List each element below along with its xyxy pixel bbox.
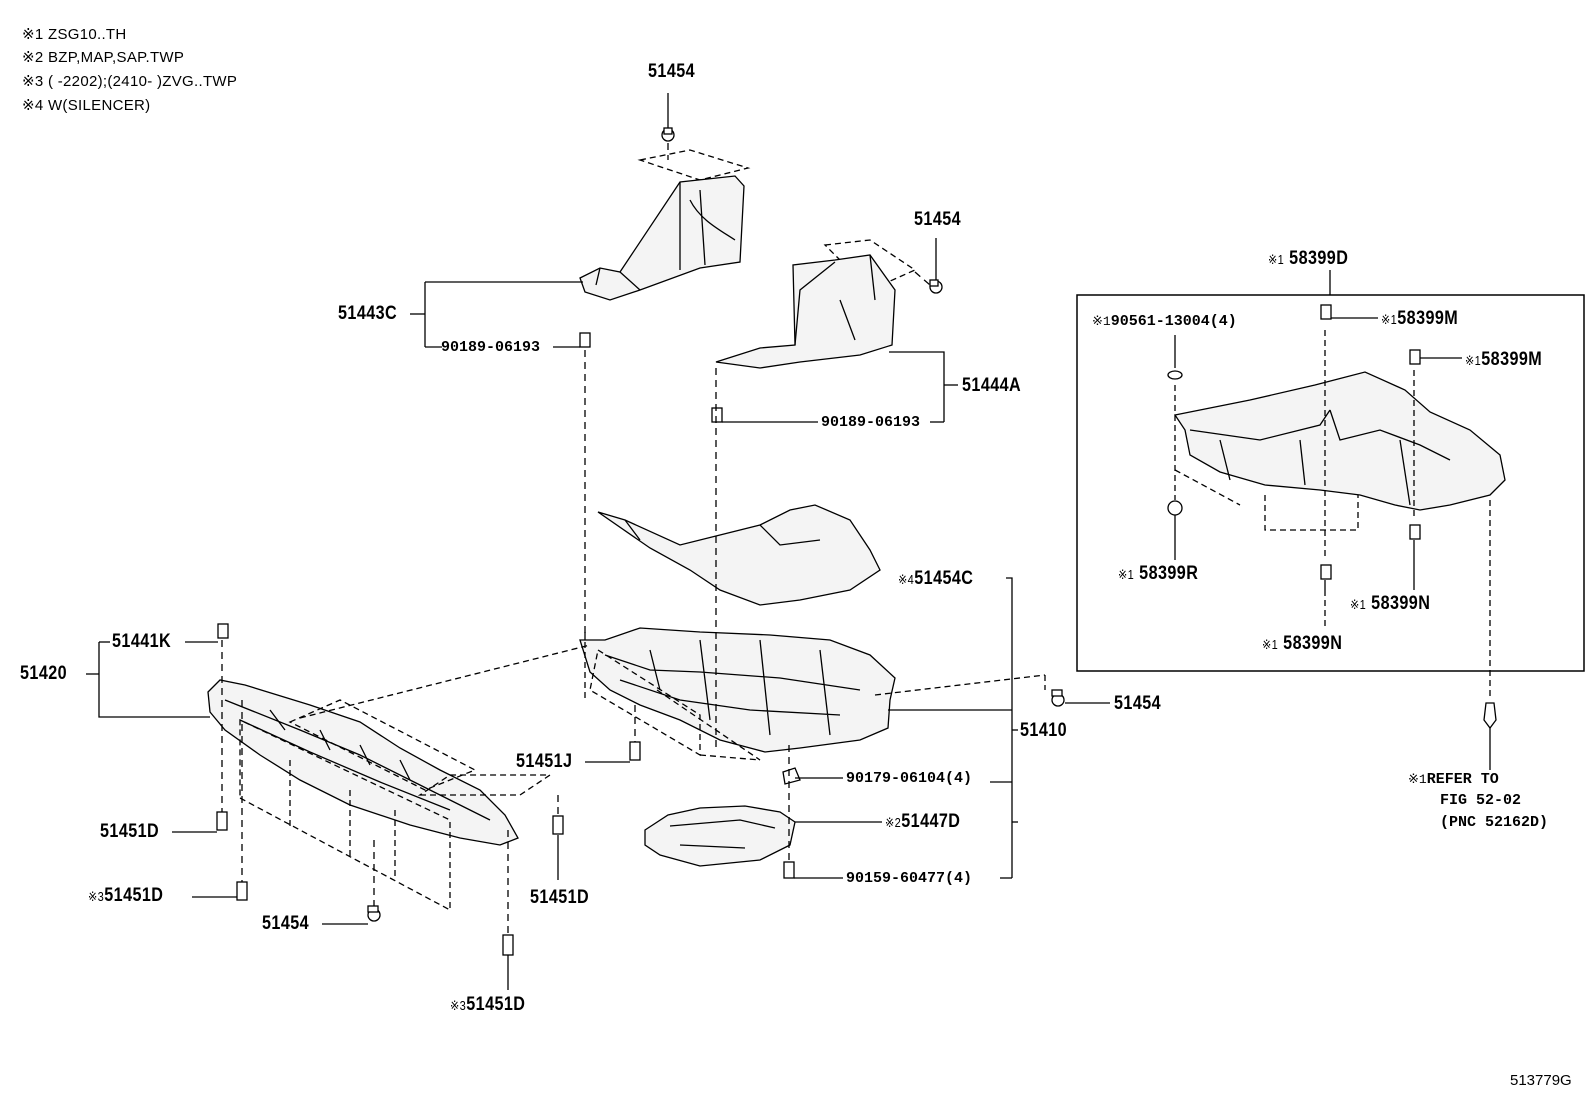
refer-line-2[interactable]: FIG 52-02 xyxy=(1440,792,1522,809)
inset-title-58399d[interactable]: ※1 58399D xyxy=(1268,249,1348,269)
part-label-90189-left[interactable]: 90189-06193 xyxy=(441,339,541,356)
part-label-51447d[interactable]: ※251447D xyxy=(885,812,960,832)
drawing-id: 513779G xyxy=(1510,1072,1572,1089)
part-number: 51454C xyxy=(914,568,974,589)
part-number: 58399M xyxy=(1397,308,1459,329)
note-4: ※4 W(SILENCER) xyxy=(22,97,151,114)
alignment-dashes xyxy=(221,143,931,935)
note-mark: ※1 xyxy=(1381,312,1398,327)
note-mark: ※3 xyxy=(450,998,467,1013)
part-label-51454c[interactable]: ※451454C xyxy=(898,569,973,589)
part-number: 58399N xyxy=(1283,633,1343,654)
part-number: 58399D xyxy=(1289,248,1349,269)
part-label-90189-right[interactable]: 90189-06193 xyxy=(821,414,921,431)
part-label-51443c[interactable]: 51443C xyxy=(338,303,398,324)
part-label-51441k[interactable]: 51441K xyxy=(112,631,172,652)
note-2: ※2 BZP,MAP,SAP.TWP xyxy=(22,49,185,66)
part-number: 51451D xyxy=(466,994,526,1015)
note-mark: ※2 xyxy=(885,815,902,830)
inset-58399d xyxy=(1076,270,1585,700)
part-51420-shape xyxy=(207,679,519,846)
inset-label-58399r[interactable]: ※1 58399R xyxy=(1118,564,1198,584)
part-label-51410[interactable]: 51410 xyxy=(1020,720,1068,741)
fasteners xyxy=(216,127,1065,956)
part-number: 51447D xyxy=(901,811,961,832)
part-number: 90561-13004(4) xyxy=(1110,313,1237,330)
inset-label-90561[interactable]: ※190561-13004(4) xyxy=(1092,314,1237,329)
part-label-90159[interactable]: 90159-60477(4) xyxy=(846,870,973,887)
inset-label-58399m-a[interactable]: ※158399M xyxy=(1381,309,1458,329)
part-51443c-shape xyxy=(579,149,751,301)
part-label-51451d-c[interactable]: 51451D xyxy=(530,887,590,908)
part-label-51454-right[interactable]: 51454 xyxy=(1114,693,1162,714)
refer-text: REFER TO xyxy=(1426,771,1499,788)
inset-label-58399m-b[interactable]: ※158399M xyxy=(1465,350,1542,370)
refer-line-3: (PNC 52162D) xyxy=(1440,814,1549,831)
refer-line-1[interactable]: ※1REFER TO xyxy=(1408,772,1499,787)
part-number: 58399R xyxy=(1139,563,1199,584)
note-mark: ※3 xyxy=(88,889,105,904)
part-label-51451d-d[interactable]: ※351451D xyxy=(450,995,525,1015)
note-mark: ※1 xyxy=(1465,353,1482,368)
inset-label-58399n-a[interactable]: ※1 58399N xyxy=(1350,594,1430,614)
refer-clip xyxy=(1483,702,1497,770)
part-label-51451d-b[interactable]: ※351451D xyxy=(88,886,163,906)
inset-label-58399n-b[interactable]: ※1 58399N xyxy=(1262,634,1342,654)
part-51410-shape xyxy=(579,627,896,761)
part-label-51454-top[interactable]: 51454 xyxy=(648,61,696,82)
note-mark: ※1 xyxy=(1350,597,1367,612)
note-mark: ※1 xyxy=(1268,252,1285,267)
part-label-51454-bottom[interactable]: 51454 xyxy=(262,913,310,934)
note-3: ※3 ( -2202);(2410- )ZVG..TWP xyxy=(22,73,238,90)
note-mark: ※4 xyxy=(898,572,915,587)
part-51454c-shape xyxy=(597,504,881,606)
part-label-90179[interactable]: 90179-06104(4) xyxy=(846,770,973,787)
part-number: 51451D xyxy=(104,885,164,906)
part-label-51444a[interactable]: 51444A xyxy=(962,375,1022,396)
leader-lines xyxy=(86,93,1110,990)
part-label-51451d-a[interactable]: 51451D xyxy=(100,821,160,842)
part-label-51420[interactable]: 51420 xyxy=(20,663,68,684)
part-51447d-shape xyxy=(644,805,796,867)
note-1: ※1 ZSG10..TH xyxy=(22,26,127,43)
part-number: 58399N xyxy=(1371,593,1431,614)
spoiler-dashed-frames xyxy=(239,644,1046,912)
part-51444a-shape xyxy=(715,239,917,369)
note-mark: ※1 xyxy=(1092,314,1111,329)
note-mark: ※1 xyxy=(1118,567,1135,582)
part-number: 58399M xyxy=(1481,349,1543,370)
note-mark: ※1 xyxy=(1262,637,1279,652)
part-label-51454-mid[interactable]: 51454 xyxy=(914,209,962,230)
note-mark: ※1 xyxy=(1408,772,1427,787)
part-label-51451j[interactable]: 51451J xyxy=(516,751,573,772)
